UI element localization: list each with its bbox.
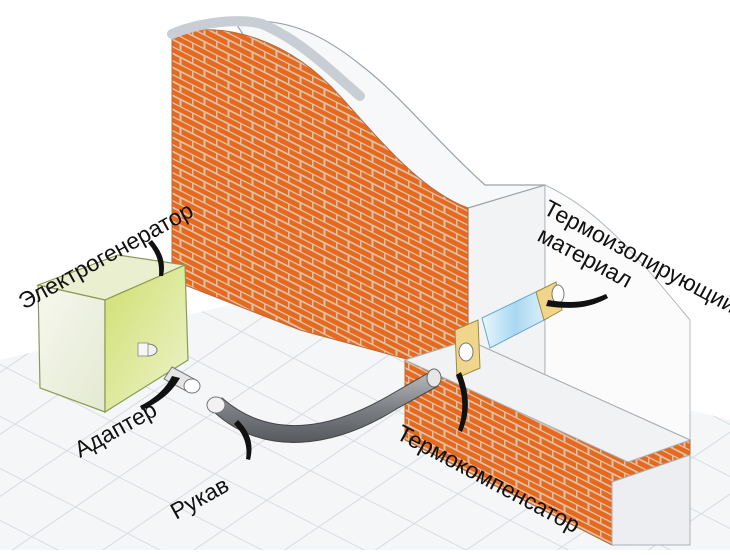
pointer-icon — [140, 240, 608, 460]
compensator-icon — [454, 319, 481, 379]
insulation-icon — [481, 281, 565, 349]
generator-icon — [35, 254, 189, 414]
lower-brick-wall — [403, 339, 692, 546]
adapter-icon — [163, 366, 201, 394]
brick-wall-top — [167, 16, 365, 101]
brick-wall — [171, 29, 469, 361]
sleeve-icon — [206, 368, 442, 443]
